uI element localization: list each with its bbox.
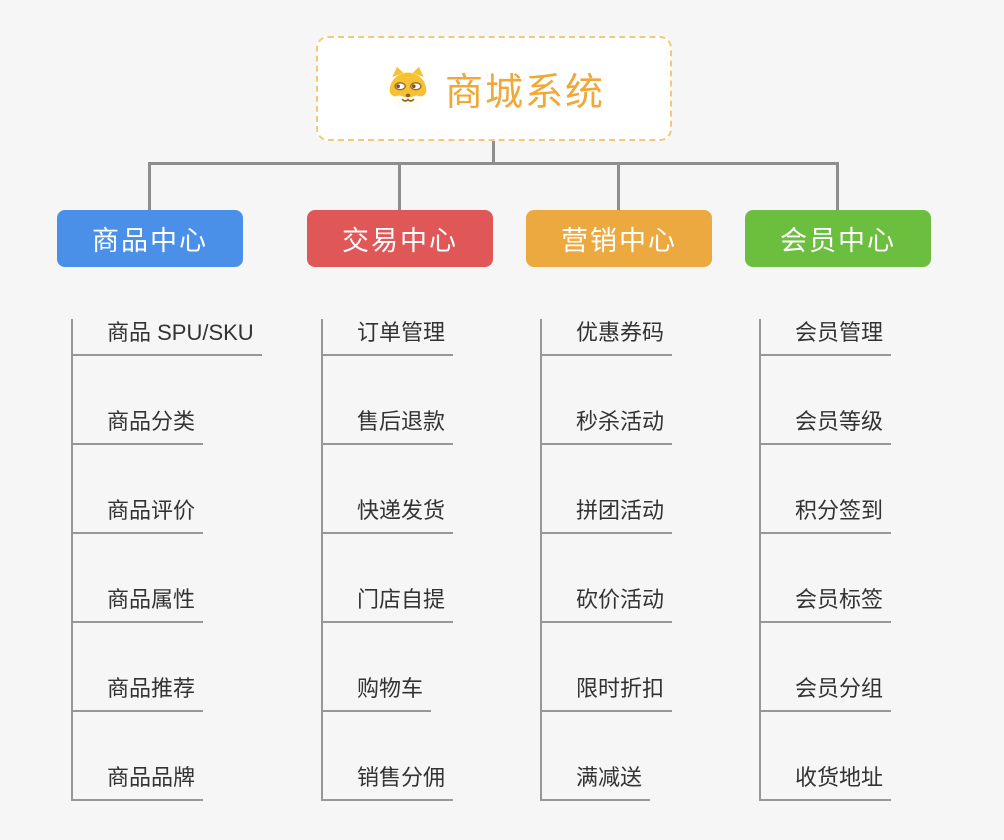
leaf-node[interactable]: 购物车 xyxy=(323,675,432,712)
leaf-list: 会员管理会员等级积分签到会员标签会员分组收货地址 xyxy=(759,319,931,801)
leaf-node[interactable]: 会员分组 xyxy=(761,675,892,712)
branch-node[interactable]: 营销中心 xyxy=(526,210,712,267)
leaf-node[interactable]: 限时折扣 xyxy=(542,675,673,712)
leaf-node[interactable]: 收货地址 xyxy=(761,764,892,801)
connector-horizontal xyxy=(149,162,839,165)
leaf-node[interactable]: 商品评价 xyxy=(73,497,204,534)
connector-root-stem xyxy=(492,140,495,165)
branch-node[interactable]: 会员中心 xyxy=(745,210,931,267)
leaf-node[interactable]: 商品分类 xyxy=(73,408,204,445)
leaf-node[interactable]: 商品品牌 xyxy=(73,764,204,801)
leaf-node[interactable]: 商品推荐 xyxy=(73,675,204,712)
connector-drop xyxy=(398,162,401,211)
leaf-node[interactable]: 会员等级 xyxy=(761,408,892,445)
root-node[interactable]: 商城系统 xyxy=(316,36,672,141)
leaf-node[interactable]: 满减送 xyxy=(542,764,651,801)
leaf-node[interactable]: 门店自提 xyxy=(323,586,454,623)
connector-drop xyxy=(617,162,620,211)
leaf-list: 商品 SPU/SKU 商品分类商品评价商品属性商品推荐商品品牌 xyxy=(71,319,262,801)
leaf-node[interactable]: 积分签到 xyxy=(761,497,892,534)
branch-node[interactable]: 交易中心 xyxy=(307,210,493,267)
connector-drop xyxy=(836,162,839,211)
leaf-list: 订单管理售后退款快递发货门店自提购物车销售分佣 xyxy=(321,319,493,801)
leaf-node[interactable]: 销售分佣 xyxy=(323,764,454,801)
branch-column-1: 商品中心商品 SPU/SKU 商品分类商品评价商品属性商品推荐商品品牌 xyxy=(57,210,262,801)
leaf-node[interactable]: 快递发货 xyxy=(323,497,454,534)
leaf-node[interactable]: 商品 SPU/SKU xyxy=(73,319,262,356)
branch-node[interactable]: 商品中心 xyxy=(57,210,243,267)
leaf-list: 优惠券码秒杀活动拼团活动砍价活动限时折扣满减送 xyxy=(540,319,712,801)
branch-column-3: 营销中心优惠券码秒杀活动拼团活动砍价活动限时折扣满减送 xyxy=(526,210,712,801)
leaf-node[interactable]: 优惠券码 xyxy=(542,319,673,356)
root-title: 商城系统 xyxy=(444,72,605,114)
branch-column-4: 会员中心会员管理会员等级积分签到会员标签会员分组收货地址 xyxy=(745,210,931,801)
leaf-node[interactable]: 会员管理 xyxy=(761,319,892,356)
leaf-node[interactable]: 拼团活动 xyxy=(542,497,673,534)
shiba-dog-icon xyxy=(383,66,433,112)
leaf-node[interactable]: 砍价活动 xyxy=(542,586,673,623)
leaf-node[interactable]: 订单管理 xyxy=(323,319,454,356)
leaf-node[interactable]: 会员标签 xyxy=(761,586,892,623)
leaf-node[interactable]: 商品属性 xyxy=(73,586,204,623)
leaf-node[interactable]: 售后退款 xyxy=(323,408,454,445)
connector-drop xyxy=(148,162,151,211)
branch-column-2: 交易中心订单管理售后退款快递发货门店自提购物车销售分佣 xyxy=(307,210,493,801)
leaf-node[interactable]: 秒杀活动 xyxy=(542,408,673,445)
